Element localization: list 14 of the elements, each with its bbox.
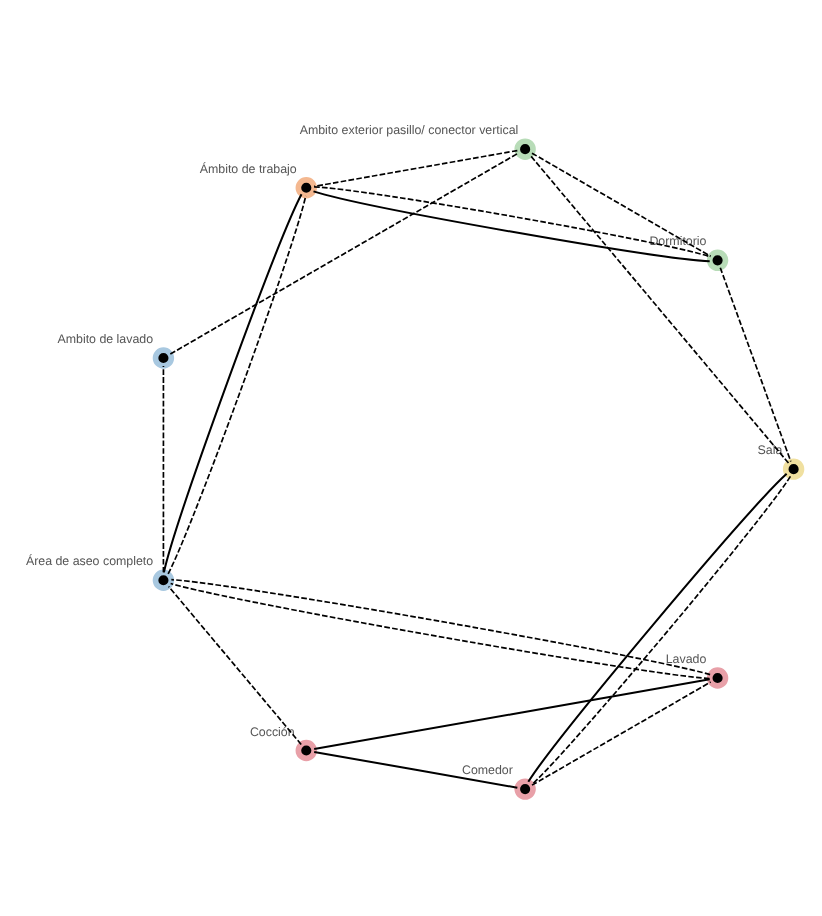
- node-circle: [513, 137, 535, 159]
- node-circle: [513, 777, 535, 799]
- node-circle: [294, 176, 316, 198]
- connector: [313, 677, 709, 750]
- connector: [161, 364, 164, 573]
- node-circle: [781, 457, 804, 479]
- connector: [530, 680, 711, 785]
- node-circle: [705, 248, 728, 271]
- connector: [312, 148, 518, 187]
- connector: [168, 151, 518, 354]
- node-circle: [151, 346, 174, 368]
- node-circle: [705, 666, 728, 688]
- node-circle: [151, 568, 174, 590]
- node-circle: [294, 738, 316, 761]
